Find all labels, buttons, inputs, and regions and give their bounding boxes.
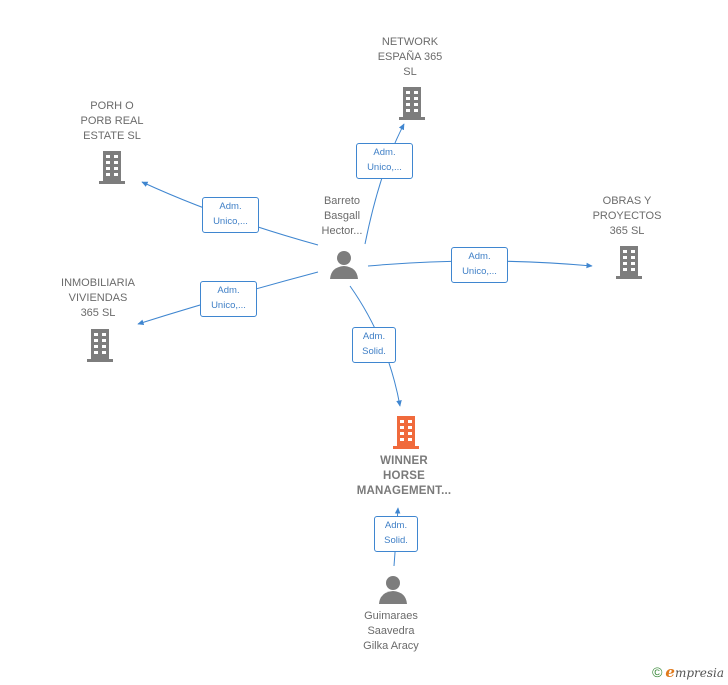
edge-label-obras[interactable]: Adm. Unico,... [451, 247, 508, 283]
edge-label-network[interactable]: Adm. Unico,... [356, 143, 413, 179]
edge-label-inmobiliaria[interactable]: Adm. Unico,... [200, 281, 257, 317]
edge-barreto-network [364, 123, 405, 245]
building-icon[interactable] [97, 149, 127, 185]
brand-name: mpresia [674, 666, 724, 680]
focus-building-icon[interactable] [391, 414, 421, 450]
building-icon[interactable] [397, 85, 427, 121]
person-icon[interactable] [329, 250, 359, 280]
node-label-porh[interactable]: PORH O PORB REAL ESTATE SL [80, 100, 144, 142]
node-label-barreto[interactable]: Barreto Basgall Hector... [321, 195, 363, 237]
edge-label-porh[interactable]: Adm. Unico,... [202, 197, 259, 233]
node-label-guimaraes[interactable]: Guimaraes Saavedra Gilka Aracy [363, 610, 419, 652]
edge-label-winner[interactable]: Adm. Solid. [352, 327, 396, 363]
brand-initial: e [665, 663, 675, 681]
person-icon[interactable] [378, 575, 408, 605]
node-label-obras[interactable]: OBRAS Y PROYECTOS 365 SL [592, 195, 662, 237]
copyright-icon: © [652, 664, 663, 680]
node-label-winner[interactable]: WINNER HORSE MANAGEMENT... [356, 455, 452, 497]
edge-label-guimaraes[interactable]: Adm. Solid. [374, 516, 418, 552]
building-icon[interactable] [614, 244, 644, 280]
building-icon[interactable] [85, 327, 115, 363]
node-label-network[interactable]: NETWORK ESPAÑA 365 SL [377, 36, 443, 78]
brand-logo: ©empresia [652, 663, 724, 681]
node-label-inmobiliaria[interactable]: INMOBILIARIA VIVIENDAS 365 SL [61, 277, 135, 319]
